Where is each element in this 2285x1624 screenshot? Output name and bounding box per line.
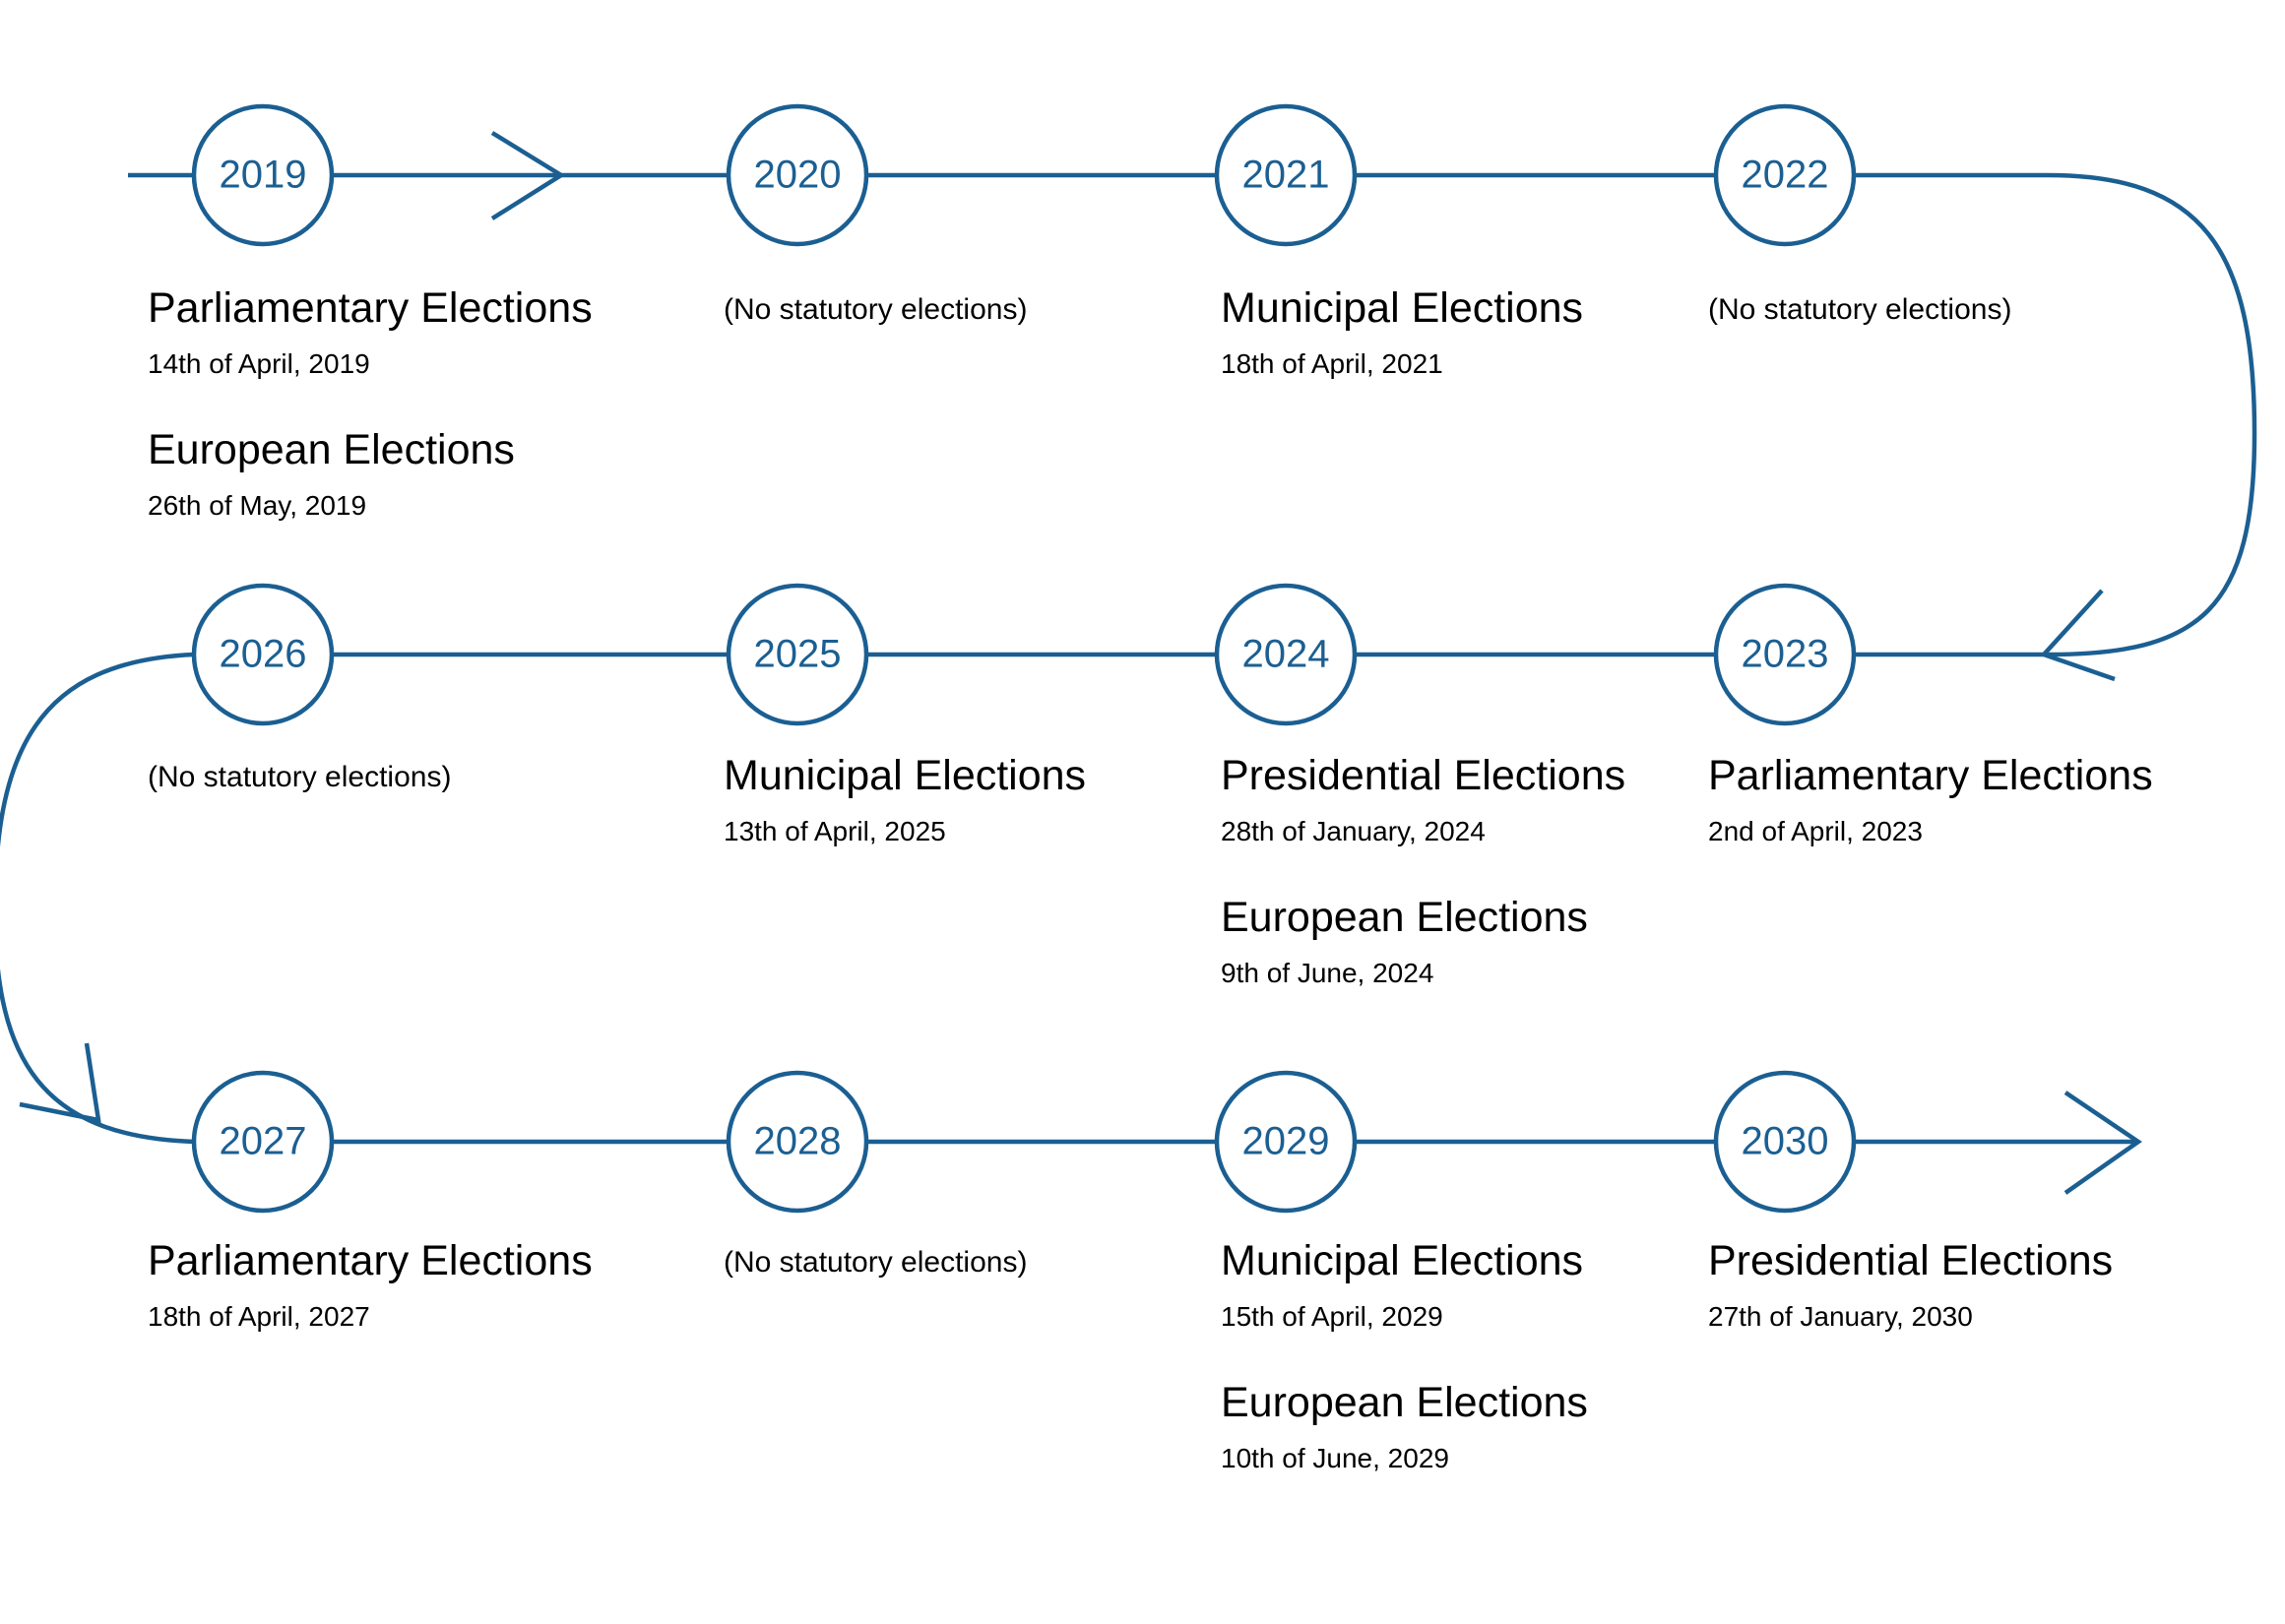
left-u-turn-connector bbox=[0, 652, 195, 1145]
event-entry: European Elections 9th of June, 2024 bbox=[1221, 894, 1625, 989]
events-2019: Parliamentary Elections 14th of April, 2… bbox=[148, 284, 593, 522]
event-title: European Elections bbox=[1221, 894, 1588, 942]
event-date: 14th of April, 2019 bbox=[148, 348, 370, 380]
year-circle-2027 bbox=[191, 1070, 335, 1214]
events-2026: (No statutory elections) bbox=[148, 761, 451, 793]
event-date: 9th of June, 2024 bbox=[1221, 958, 1434, 989]
event-date: 26th of May, 2019 bbox=[148, 490, 367, 522]
no-elections-note: (No statutory elections) bbox=[724, 293, 1028, 326]
row3-end-arrowhead bbox=[2063, 1091, 2142, 1195]
event-entry: Parliamentary Elections 18th of April, 2… bbox=[148, 1237, 593, 1333]
event-date: 28th of January, 2024 bbox=[1221, 816, 1486, 847]
year-circle-2025 bbox=[726, 583, 869, 726]
event-entry: Municipal Elections 15th of April, 2029 bbox=[1221, 1237, 1588, 1333]
event-title: Presidential Elections bbox=[1221, 752, 1626, 799]
events-2030: Presidential Elections 27th of January, … bbox=[1708, 1237, 2114, 1333]
event-title: Parliamentary Elections bbox=[148, 1237, 593, 1284]
event-title: Parliamentary Elections bbox=[148, 284, 593, 332]
event-entry: Municipal Elections 18th of April, 2021 bbox=[1221, 284, 1584, 380]
right-u-turn-connector bbox=[2047, 172, 2257, 657]
event-title: European Elections bbox=[148, 426, 515, 474]
events-2028: (No statutory elections) bbox=[724, 1246, 1027, 1279]
no-elections-note: (No statutory elections) bbox=[148, 761, 452, 793]
row1-mid-arrowhead bbox=[490, 131, 566, 220]
no-elections-note: (No statutory elections) bbox=[724, 1246, 1028, 1279]
left-u-turn-arrowhead bbox=[19, 1042, 101, 1123]
year-circle-2021 bbox=[1214, 103, 1358, 247]
events-2029: Municipal Elections 15th of April, 2029 … bbox=[1221, 1237, 1588, 1474]
year-circle-2029 bbox=[1214, 1070, 1358, 1214]
events-2027: Parliamentary Elections 18th of April, 2… bbox=[148, 1237, 593, 1333]
year-circle-2020 bbox=[726, 103, 869, 247]
event-date: 27th of January, 2030 bbox=[1708, 1301, 1973, 1333]
events-2024: Presidential Elections 28th of January, … bbox=[1221, 752, 1626, 989]
events-2022: (No statutory elections) bbox=[1708, 293, 2011, 326]
event-entry: Municipal Elections 13th of April, 2025 bbox=[724, 752, 1087, 847]
no-elections-note: (No statutory elections) bbox=[1708, 293, 2012, 326]
event-entry: European Elections 10th of June, 2029 bbox=[1221, 1379, 1588, 1474]
year-circle-2023 bbox=[1713, 583, 1857, 726]
event-date: 18th of April, 2021 bbox=[1221, 348, 1443, 380]
right-u-turn-arrowhead bbox=[2040, 589, 2116, 682]
event-entry: Presidential Elections 27th of January, … bbox=[1708, 1237, 2114, 1333]
event-entry: Presidential Elections 28th of January, … bbox=[1221, 752, 1626, 847]
event-entry: Parliamentary Elections 14th of April, 2… bbox=[148, 284, 593, 380]
year-circle-2028 bbox=[726, 1070, 869, 1214]
event-date: 10th of June, 2029 bbox=[1221, 1443, 1449, 1474]
event-title: Presidential Elections bbox=[1708, 1237, 2114, 1284]
event-title: Municipal Elections bbox=[1221, 1237, 1584, 1284]
event-entry: Parliamentary Elections 2nd of April, 20… bbox=[1708, 752, 2153, 847]
events-2021: Municipal Elections 18th of April, 2021 bbox=[1221, 284, 1584, 380]
events-2023: Parliamentary Elections 2nd of April, 20… bbox=[1708, 752, 2153, 847]
event-date: 13th of April, 2025 bbox=[724, 816, 946, 847]
event-date: 18th of April, 2027 bbox=[148, 1301, 370, 1333]
year-circle-2026 bbox=[191, 583, 335, 726]
event-date: 15th of April, 2029 bbox=[1221, 1301, 1443, 1333]
event-title: Municipal Elections bbox=[724, 752, 1087, 799]
event-title: Municipal Elections bbox=[1221, 284, 1584, 332]
event-title: Parliamentary Elections bbox=[1708, 752, 2153, 799]
year-circle-2022 bbox=[1713, 103, 1857, 247]
event-title: European Elections bbox=[1221, 1379, 1588, 1427]
year-circle-2024 bbox=[1214, 583, 1358, 726]
event-date: 2nd of April, 2023 bbox=[1708, 816, 1923, 847]
event-entry: European Elections 26th of May, 2019 bbox=[148, 426, 593, 522]
events-2025: Municipal Elections 13th of April, 2025 bbox=[724, 752, 1087, 847]
events-2020: (No statutory elections) bbox=[724, 293, 1027, 326]
year-circle-2030 bbox=[1713, 1070, 1857, 1214]
year-circle-2019 bbox=[191, 103, 335, 247]
